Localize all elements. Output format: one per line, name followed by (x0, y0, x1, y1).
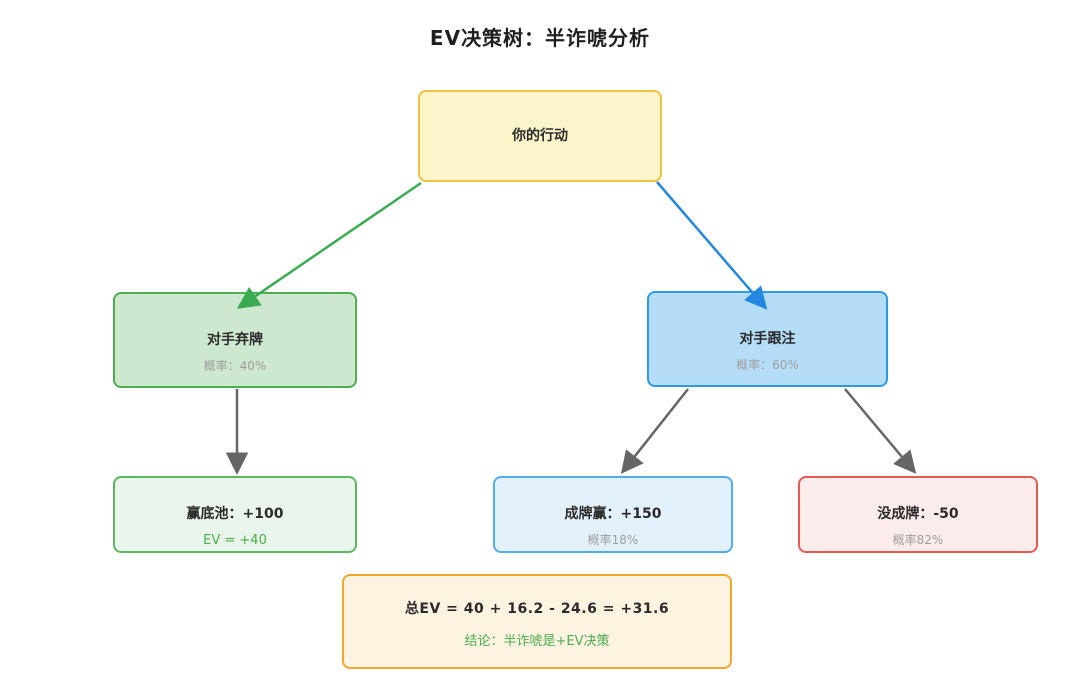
node-win-pot-ev: EV = +40 (203, 533, 267, 548)
node-win-pot: 赢底池：+100 EV = +40 (113, 476, 357, 553)
node-total-ev: 总EV = 40 + 16.2 - 24.6 = +31.6 结论：半诈唬是+E… (342, 574, 732, 669)
arrow-call-to-made-hand (620, 388, 689, 474)
node-opponent-folds-probability: 概率：40% (203, 358, 267, 373)
diagram-title: EV决策树：半诈唬分析 (429, 26, 651, 50)
node-made-hand-wins-label: 成牌赢：+150 (564, 506, 662, 522)
node-your-action-label: 你的行动 (512, 128, 568, 144)
arrow-call-to-missed-hand (844, 388, 917, 474)
arrow-action-to-call (656, 181, 768, 310)
node-opponent-calls: 对手跟注 概率：60% (647, 291, 888, 387)
node-made-hand-wins-probability: 概率18% (587, 533, 639, 547)
node-missed-hand-probability: 概率82% (892, 533, 944, 547)
node-missed-hand: 没成牌：-50 概率82% (798, 476, 1038, 553)
node-missed-hand-label: 没成牌：-50 (877, 506, 959, 522)
node-opponent-folds-label: 对手弃牌 (207, 331, 263, 348)
node-opponent-calls-label: 对手跟注 (739, 330, 796, 347)
node-opponent-folds: 对手弃牌 概率：40% (113, 292, 357, 388)
arrow-action-to-fold (236, 181, 422, 309)
node-made-hand-wins: 成牌赢：+150 概率18% (493, 476, 733, 553)
node-total-ev-conclusion: 结论：半诈唬是+EV决策 (464, 634, 610, 649)
node-total-ev-formula: 总EV = 40 + 16.2 - 24.6 = +31.6 (404, 601, 670, 617)
node-your-action: 你的行动 (418, 90, 662, 182)
node-win-pot-label: 赢底池：+100 (186, 506, 284, 522)
node-opponent-calls-probability: 概率：60% (736, 357, 799, 372)
